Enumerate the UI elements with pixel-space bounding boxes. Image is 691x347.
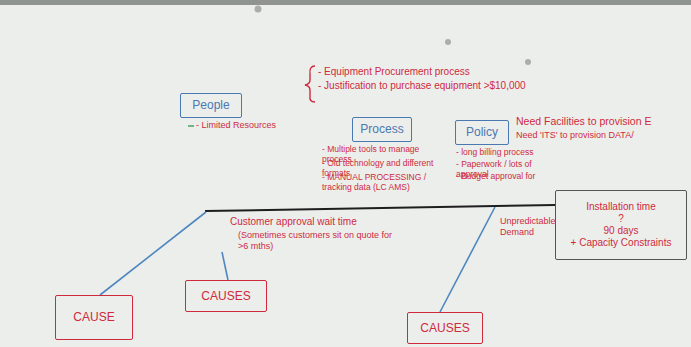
- board-pin: [525, 59, 531, 65]
- note-text: - Limited Resources: [196, 120, 276, 131]
- category-box: Policy: [455, 120, 509, 145]
- cause-box: CAUSES: [185, 280, 267, 312]
- fishbone-bone: [440, 207, 495, 312]
- node-text: CAUSE: [73, 310, 114, 324]
- node-text: People: [192, 98, 229, 112]
- fishbone-spine: [205, 205, 555, 211]
- node-text: ?: [618, 213, 624, 225]
- bullet-dash: [188, 125, 194, 126]
- node-text: + Capacity Constraints: [571, 237, 672, 249]
- fishbone-bone: [100, 212, 206, 295]
- note-text: Customer approval wait time: [230, 216, 357, 228]
- node-text: CAUSES: [420, 321, 469, 335]
- note-text: Need Facilities to provision E: [516, 115, 651, 128]
- board-pin: [445, 39, 451, 45]
- node-text: Process: [360, 122, 403, 136]
- note-text: - Budget approval for: [456, 171, 535, 181]
- node-text: 90 days: [603, 225, 638, 237]
- fishbone-bone: [222, 252, 228, 280]
- note-text: (Sometimes customers sit on quote for >6…: [238, 230, 403, 252]
- board-frame: [0, 0, 691, 5]
- note-text: - Justification to purchase equipment >$…: [318, 80, 526, 92]
- note-text: Need 'ITS' to provision DATA/: [516, 130, 634, 141]
- category-box: People: [180, 93, 242, 118]
- note-text: - long billing process: [456, 147, 533, 157]
- board-pin: [255, 6, 262, 13]
- node-text: CAUSES: [201, 289, 250, 303]
- note-text: Unpredictable Demand: [500, 216, 552, 238]
- cause-box: CAUSE: [55, 295, 133, 340]
- brace: [305, 66, 315, 102]
- cause-box: CAUSES: [407, 312, 483, 344]
- node-text: Installation time: [586, 201, 655, 213]
- note-text: - Equipment Procurement process: [318, 66, 470, 78]
- note-text: - MANUAL PROCESSING / tracking data (LC …: [322, 172, 447, 192]
- node-text: Policy: [466, 125, 498, 139]
- problem-head-box: Installation time?90 days+ Capacity Cons…: [555, 190, 687, 260]
- category-box: Process: [352, 117, 412, 142]
